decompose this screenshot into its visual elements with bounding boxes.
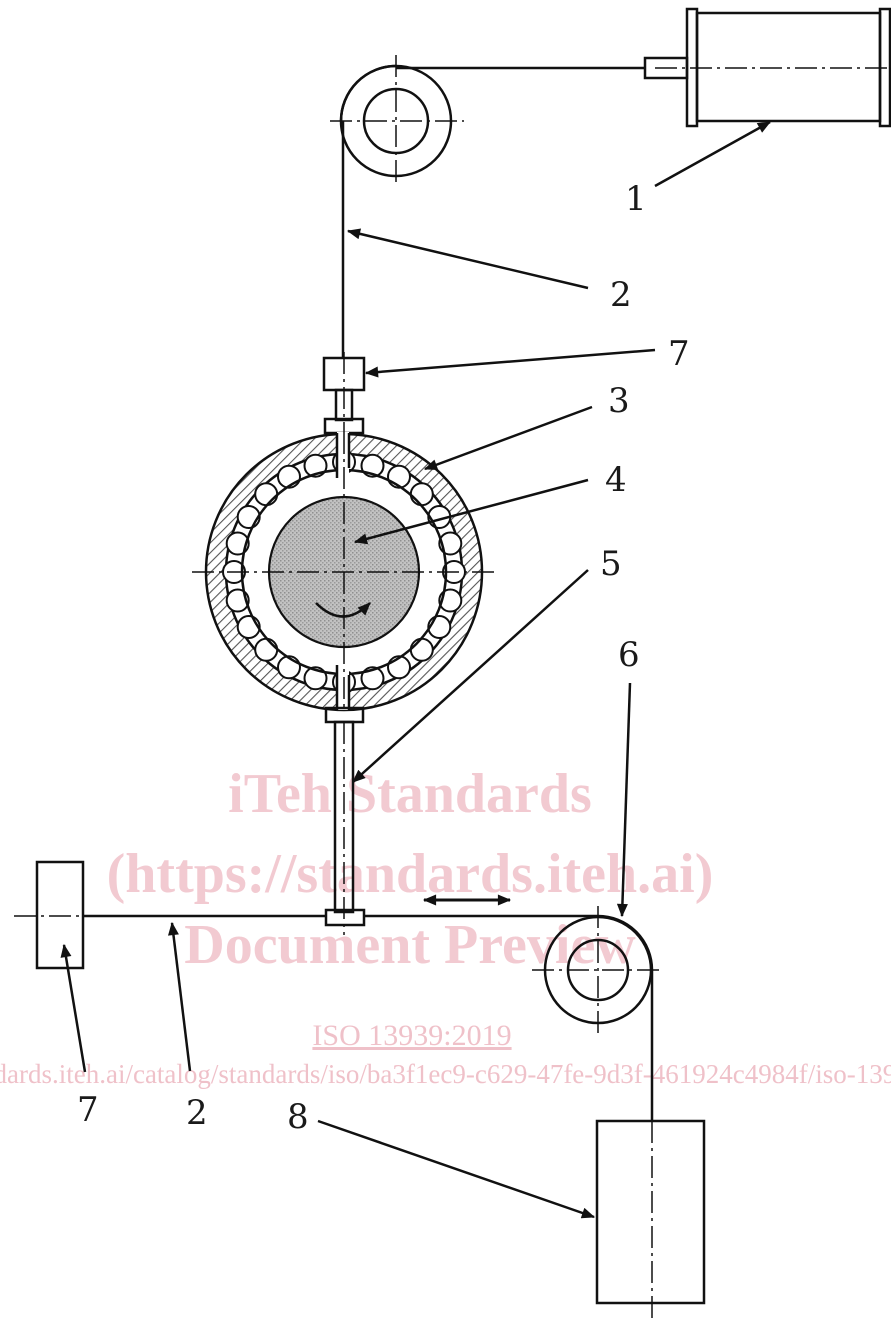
label-weight: 8 xyxy=(287,1097,309,1137)
label-motor: 1 xyxy=(625,179,647,219)
label-pulley: 6 xyxy=(618,635,640,675)
bearing-roller xyxy=(303,666,328,691)
watermark-line-2: (https://standards.iteh.ai) xyxy=(107,843,714,905)
motor xyxy=(643,7,891,128)
upper-pulley xyxy=(330,55,464,187)
bearing-roller xyxy=(303,453,328,478)
bearing-roller xyxy=(387,655,411,680)
bearing-roller xyxy=(277,464,301,489)
label-cable-upper: 2 xyxy=(610,275,632,315)
bearing-roller xyxy=(387,464,411,489)
bearing-roller xyxy=(438,531,463,556)
bearing-roller xyxy=(225,531,250,556)
lower-rod xyxy=(324,706,366,935)
leader-lines xyxy=(60,120,771,1219)
bearing-roller xyxy=(254,482,279,507)
bearing-roller xyxy=(254,637,279,662)
upper-cable xyxy=(339,64,645,358)
lower-pulley xyxy=(532,906,664,1034)
bearing-roller xyxy=(277,655,301,680)
label-housing: 3 xyxy=(608,381,630,421)
bearing-roller xyxy=(427,615,452,639)
watermark-line-3: Document Preview xyxy=(184,914,636,976)
bearing-roller xyxy=(225,588,250,613)
upper-clamp xyxy=(322,352,366,435)
watermark-line-1: iTeh Standards xyxy=(228,763,592,825)
bearing-roller xyxy=(438,588,463,613)
watermark-iso-number: ISO 13939:2019 xyxy=(312,1019,511,1052)
watermark-url: https://standards.iteh.ai/catalog/standa… xyxy=(0,1059,891,1089)
bearing-roller xyxy=(409,482,434,507)
label-clamp-lower: 7 xyxy=(77,1090,99,1130)
label-clamp-upper: 7 xyxy=(668,334,690,374)
weight xyxy=(595,1119,706,1320)
bearing-roller xyxy=(409,637,434,662)
bearing-roller xyxy=(236,615,261,639)
bearing-roller xyxy=(360,666,385,691)
bearing-roller xyxy=(236,505,261,529)
bearing-roller xyxy=(360,453,385,478)
label-cable-lower: 2 xyxy=(186,1093,208,1133)
watermark: iTeh Standards (https://standards.iteh.a… xyxy=(0,763,891,1089)
label-rod: 5 xyxy=(600,544,622,584)
label-sample: 4 xyxy=(605,460,627,500)
